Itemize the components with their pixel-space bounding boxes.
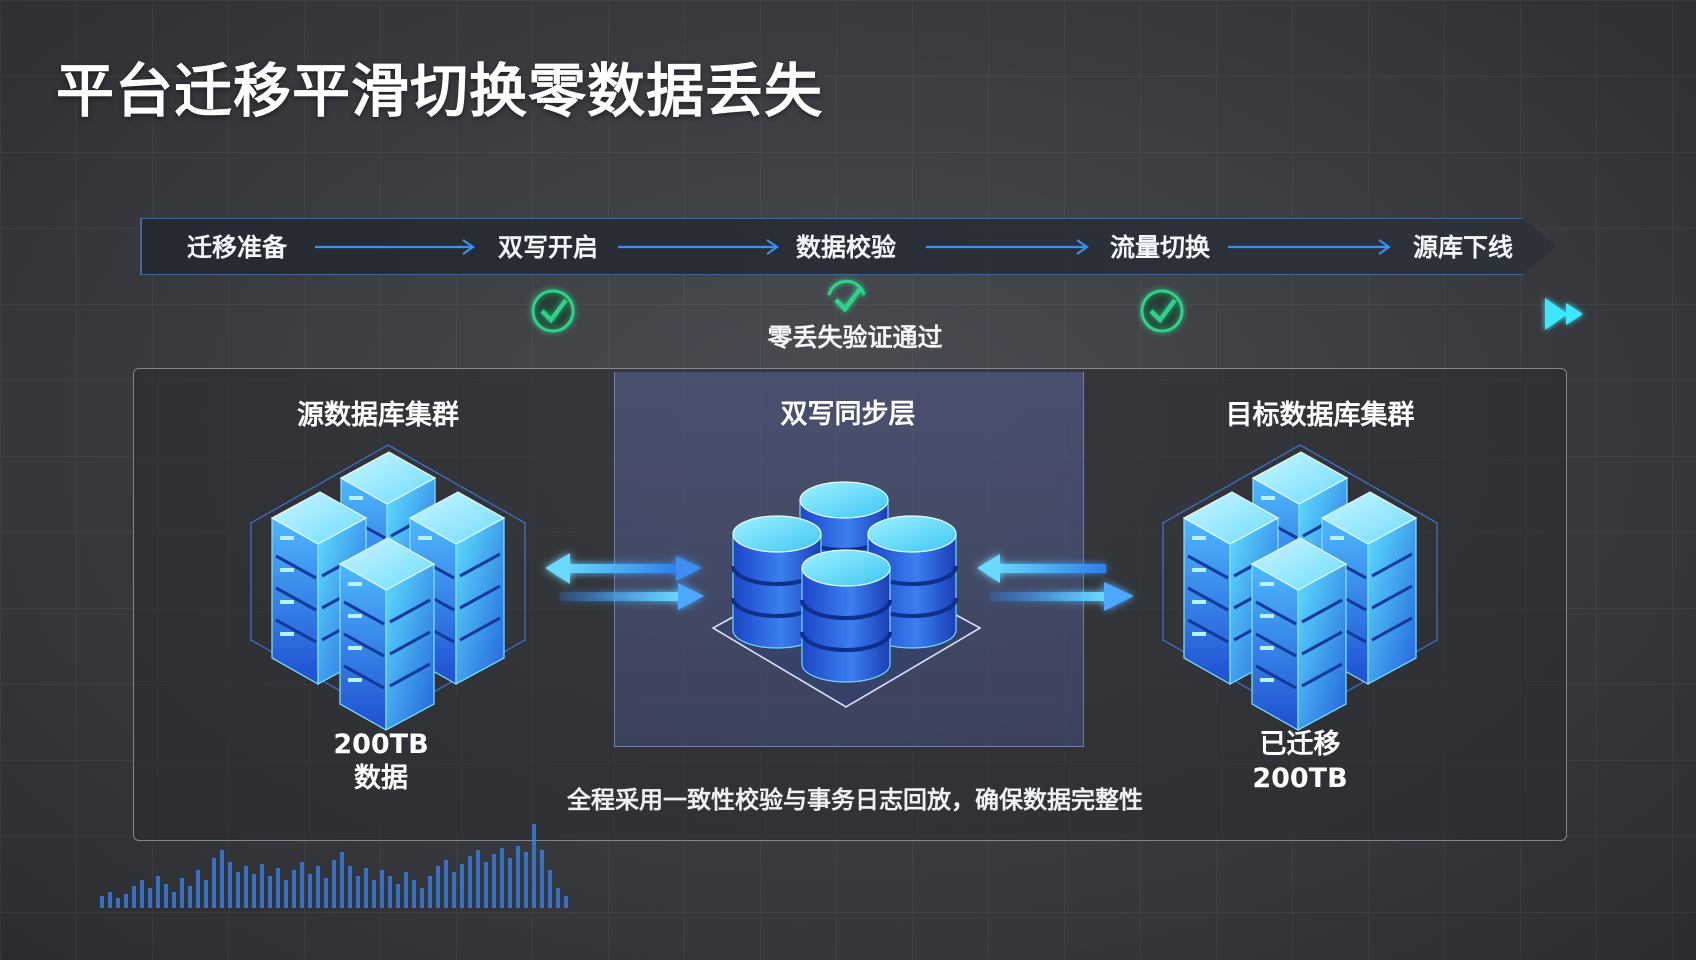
target-cluster-title: 目标数据库集群 [1225, 400, 1415, 431]
step-label-decommission: 源库下线 [1413, 233, 1514, 262]
check-circle-icon [827, 279, 866, 313]
integrity-caption: 全程采用一致性校验与事务日志回放，确保数据完整性 [567, 786, 1143, 814]
sync-layer-title: 双写同步层 [780, 399, 916, 430]
step-label-dual-write: 双写开启 [498, 233, 599, 262]
target-migrated-size: 已迁移 200TB [1220, 728, 1380, 796]
step-label-prepare: 迁移准备 [187, 233, 288, 262]
source-cluster-title: 源数据库集群 [297, 400, 459, 431]
target-migrated-value: 200TB [1252, 763, 1348, 794]
source-data-size-unit: 数据 [354, 763, 408, 794]
step-label-verify: 数据校验 [796, 233, 897, 262]
page-title: 平台迁移平滑切换零数据丢失 [56, 57, 824, 125]
source-data-size-value: 200TB [333, 729, 429, 760]
source-data-size: 200TB 数据 [301, 728, 461, 796]
step-label-traffic-switch: 流量切换 [1110, 233, 1211, 262]
target-migrated-label: 已迁移 [1259, 729, 1341, 760]
verification-status-label: 零丢失验证通过 [767, 323, 943, 352]
